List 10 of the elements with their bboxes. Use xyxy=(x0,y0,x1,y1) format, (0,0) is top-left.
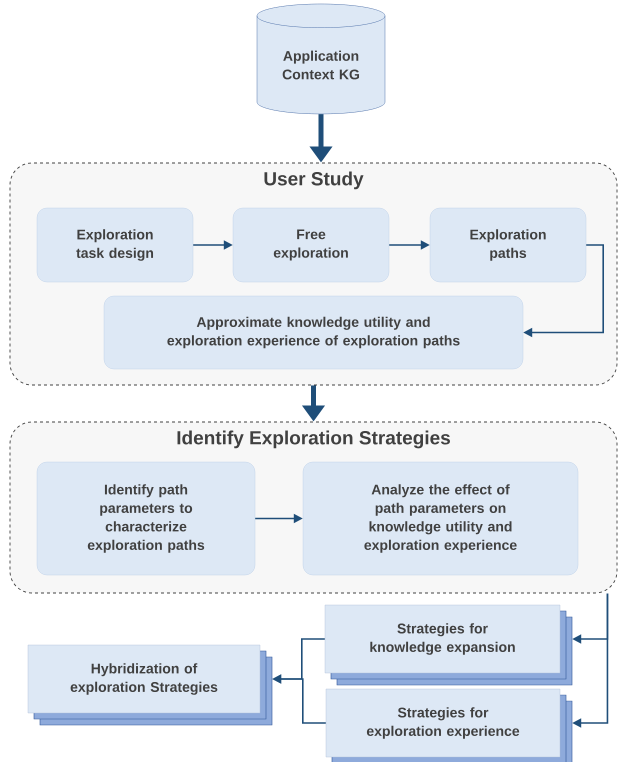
process-box: Approximate knowledge utility and exploration experience of exploration paths xyxy=(104,296,524,370)
stacked-box: Strategies for knowledge expansion xyxy=(324,604,572,686)
process-box: Free exploration xyxy=(232,208,390,282)
stacked-box: Strategies for exploration experience xyxy=(326,688,572,762)
process-box: Exploration paths xyxy=(430,208,586,282)
database-cylinder: Application Context KG xyxy=(256,4,386,114)
process-box: Identify path parameters to characterize exploration paths xyxy=(36,462,256,576)
process-box: Exploration task design xyxy=(36,208,194,282)
stacked-box: Hybridization of exploration Strategies xyxy=(28,644,272,726)
process-box: Analyze the effect of path parameters on knowledge utility and exploration experience xyxy=(302,462,578,576)
